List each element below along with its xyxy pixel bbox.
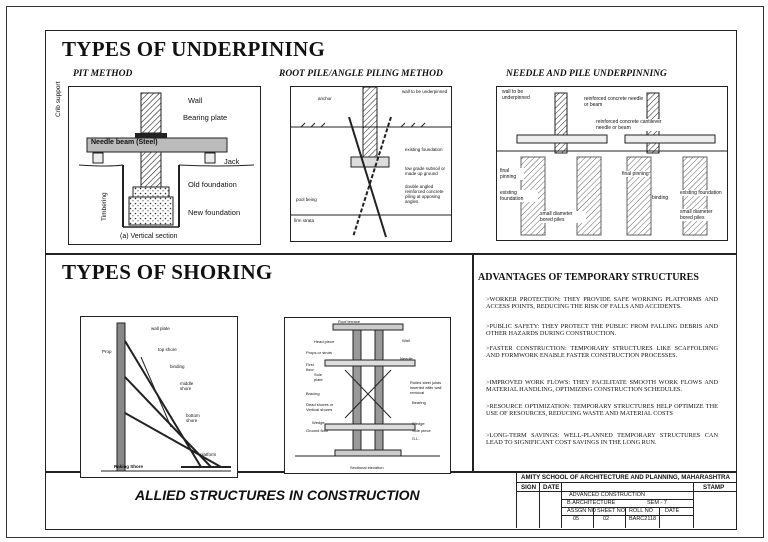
needle-label-final-2: final pinning <box>622 171 649 177</box>
date-header: DATE <box>543 484 560 491</box>
pit-label-wall: Wall <box>188 96 203 105</box>
assign-no-header: ASSGN NO <box>567 508 597 514</box>
dead-label-rolled: Rolled steel joists inserted after wall … <box>410 380 442 395</box>
pit-label-old: Old foundation <box>188 180 237 189</box>
advantage-item: >RESOURCE OPTIMIZATION: TEMPORARY STRUCT… <box>486 403 718 418</box>
dead-label-gl: G.L. <box>412 436 420 441</box>
date-col-header: DATE <box>665 508 680 514</box>
root-label-wall: wall to be underpinned <box>402 89 448 94</box>
dead-label-ground: Ground floor <box>306 428 329 433</box>
root-pile-method-label: ROOT PILE/ANGLE PILING METHOD <box>279 69 443 79</box>
pit-label-bearing-plate: Bearing plate <box>183 113 228 122</box>
pit-label-crib: Crib support <box>55 81 62 117</box>
advantage-item: >LONG-TERM SAVINGS: WELL-PLANNED TEMPORA… <box>486 432 718 447</box>
root-label-existing: existing foundation <box>405 147 443 152</box>
dead-label-first: First floor <box>306 362 314 372</box>
pit-method-diagram <box>68 86 261 245</box>
raking-label-top-shore: top shore <box>158 347 177 352</box>
pit-label-timbering: Timbering <box>101 192 108 221</box>
school-name: AMITY SCHOOL OF ARCHITECTURE AND PLANNIN… <box>521 474 730 481</box>
dead-label-props: Props or struts <box>306 350 333 355</box>
dead-label-roof: Roof terrace <box>338 319 361 324</box>
pit-method-label: PIT METHOD <box>73 69 133 79</box>
root-label-double: double angled reinforced concrete piling… <box>405 184 444 204</box>
assign-no-value: 05 <box>573 516 580 522</box>
advantage-item: >IMPROVED WORK FLOWS: THEY FACILITATE SM… <box>486 379 718 394</box>
dead-label-wall: Wall <box>402 338 410 343</box>
root-label-firm: firm strata <box>294 218 315 223</box>
needle-label-wall: wall to be underpinned <box>502 89 544 101</box>
raking-label-bottom: bottom shore <box>186 413 200 423</box>
needle-label-rc-needle: reinforced concrete needle or beam <box>584 96 646 108</box>
root-label-pile: pool being <box>296 197 317 202</box>
subject-name: ADVANCED CONSTRUCTION <box>569 492 645 498</box>
root-label-anchor: anchor <box>318 96 332 101</box>
raking-label-prop: Prop <box>102 349 112 354</box>
raking-label-binding: binding <box>170 364 185 369</box>
semester: SEM - 7 <box>647 500 667 506</box>
course-name: B.ARCHITECTURE <box>567 500 616 506</box>
underpinning-heading: TYPES OF UNDERPINING <box>62 37 326 61</box>
dead-label-sole: Sole plate <box>314 372 323 382</box>
divider-shoring-advantages <box>472 253 474 471</box>
pit-label-new: New foundation <box>188 208 241 217</box>
dead-shore-diagram <box>284 317 451 474</box>
dead-label-wedge: Wedge <box>312 420 325 425</box>
needle-label-final-1: final pinning <box>500 168 524 180</box>
sheet-no-value: 02 <box>603 516 610 522</box>
needle-pile-method-label: NEEDLE AND PILE UNDERPINNING <box>506 69 667 79</box>
advantage-item: >WORKER PROTECTION: THEY PROVIDE SAFE WO… <box>486 296 718 311</box>
advantage-item: >PUBLIC SAFETY: THEY PROTECT THE PUBLIC … <box>486 323 718 338</box>
dead-label-bearing: Bearing <box>412 400 426 405</box>
needle-label-existing-2: existing foundation <box>680 190 722 196</box>
root-pile-diagram <box>290 86 452 242</box>
pit-caption: (a) Vertical section <box>120 233 178 240</box>
sheet-outer-border <box>6 6 764 538</box>
shoring-heading: TYPES OF SHORING <box>62 260 273 284</box>
divider-underpinning-shoring <box>45 253 736 255</box>
advantage-item: >FASTER CONSTRUCTION: TEMPORARY STRUCTUR… <box>486 345 718 360</box>
title-block: AMITY SCHOOL OF ARCHITECTURE AND PLANNIN… <box>516 472 737 528</box>
sheet-inner-border <box>45 30 737 530</box>
raking-caption: Raking Shore <box>114 464 144 469</box>
dead-label-needle: Needle <box>400 356 413 361</box>
raking-label-platform: platform <box>200 452 217 457</box>
needle-label-existing-1: existing foundation <box>500 190 538 202</box>
dead-label-dead-shores: Dead shores or Vertical shores <box>306 402 334 412</box>
dead-label-sole-piece: Sole piece <box>412 428 431 433</box>
needle-label-small-1: small diameter bored piles <box>540 211 586 223</box>
raking-label-middle: middle shore <box>180 381 194 391</box>
raking-label-wall-plate: wall plate <box>151 326 170 331</box>
dead-label-head: Head piece <box>314 339 335 344</box>
sheet-title: ALLIED STRUCTURES IN CONSTRUCTION <box>135 487 420 503</box>
sheet-no-header: SHEET NO <box>597 508 626 514</box>
needle-label-rc-cantilever: reinforced concrete cantilever needle or… <box>596 119 676 131</box>
dead-label-wedge-2: Wedge <box>412 421 425 426</box>
pit-label-jack: Jack <box>224 157 240 166</box>
root-label-low: low grade subsoil or made up ground <box>405 166 446 176</box>
dead-caption: Sectional elevation <box>350 465 384 470</box>
roll-no-value: BARC2118 <box>629 516 657 522</box>
stamp-header: STAMP <box>703 484 725 491</box>
advantages-title: ADVANTAGES OF TEMPORARY STRUCTURES <box>478 272 699 283</box>
needle-label-small-2: small diameter bored piles <box>680 209 722 221</box>
sign-header: SIGN <box>521 484 537 491</box>
needle-label-binding: binding <box>652 195 669 201</box>
roll-no-header: ROLL NO <box>629 508 653 514</box>
dead-label-bracing: Bracing <box>306 391 320 396</box>
raking-shore-diagram <box>80 316 238 478</box>
pit-label-needle: Needle beam (Steel) <box>91 139 158 146</box>
